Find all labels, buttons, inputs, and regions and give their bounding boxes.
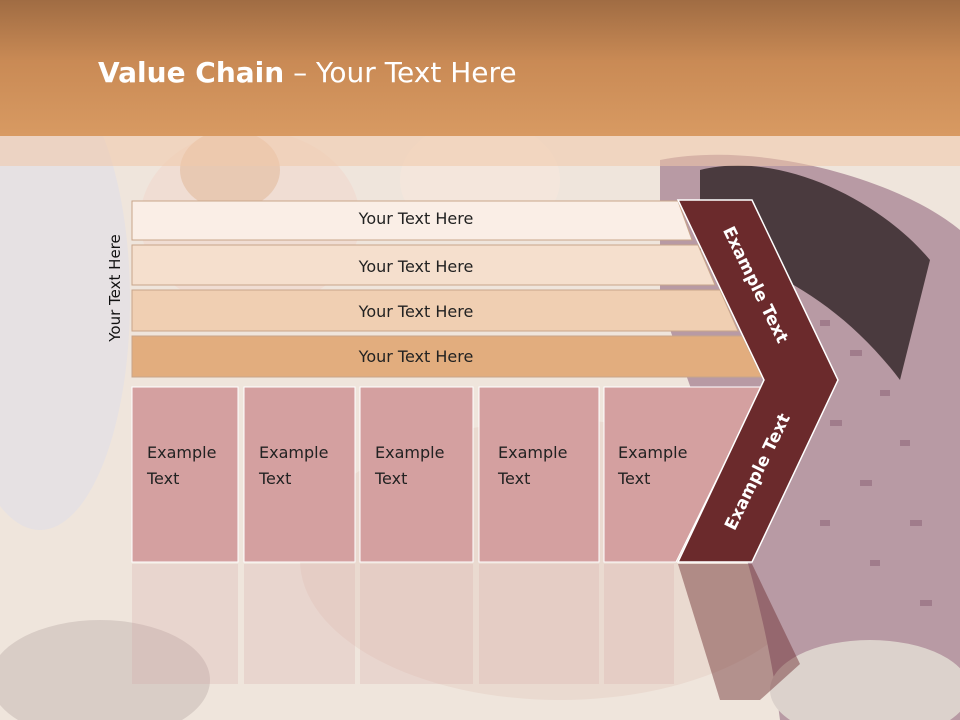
box-5 [603,386,763,563]
bar-1-label: Your Text Here [358,209,474,228]
header-strip [0,136,960,166]
title-rest: – Your Text Here [284,56,517,89]
bar-3-label: Your Text Here [358,302,474,321]
title-bold: Value Chain [98,56,285,89]
slide-title: Value Chain – Your Text Here [98,56,517,89]
bar-4-label: Your Text Here [358,347,474,366]
bar-1 [131,200,693,241]
chevron-arrow [676,199,839,563]
header-band [0,0,960,136]
box-1 [131,386,239,563]
box-4 [478,386,600,563]
chevron-reflection [678,564,800,700]
bar-2-label: Your Text Here [358,257,474,276]
box-2 [243,386,356,563]
bar-3 [131,289,739,332]
box-3 [359,386,474,563]
bar-2 [131,244,716,286]
